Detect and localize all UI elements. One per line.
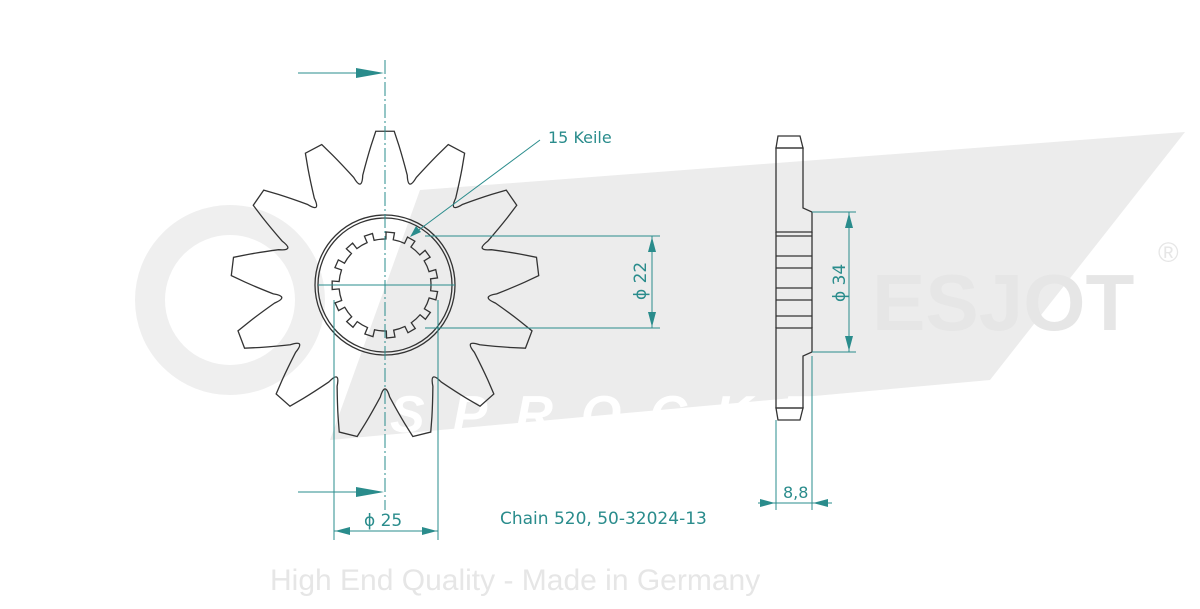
- dim34-arrow-top: [845, 213, 853, 228]
- dim25-label: ϕ 25: [364, 511, 402, 531]
- watermark-ring: [135, 205, 325, 395]
- dim22-label: ϕ 22: [631, 262, 651, 300]
- side-tooth-top: [775, 135, 804, 149]
- watermark-band: [330, 132, 1185, 440]
- side-spline-grooves: [776, 235, 812, 317]
- watermark-brand: ESJOT: [872, 258, 1134, 347]
- spline-label: 15 Keile: [548, 128, 612, 147]
- part-caption: Chain 520, 50-32024-13: [500, 509, 707, 529]
- dim88-label: 8,8: [783, 483, 808, 502]
- spline-leader: [411, 139, 541, 236]
- watermark-registered: ®: [1158, 237, 1179, 268]
- dim88-arrow-left: [760, 499, 775, 507]
- watermark-sub: SPROCKETS: [390, 386, 966, 444]
- dim25-arrow-left: [335, 527, 350, 535]
- spline-leader-arrowhead: [410, 226, 421, 237]
- dim34-arrow-bottom: [845, 336, 853, 351]
- section-arrowhead-bottom: [356, 487, 384, 497]
- dim25-arrow-right: [422, 527, 437, 535]
- watermark: ESJOT ® SPROCKETS High End Quality - Mad…: [135, 132, 1185, 597]
- dim34-label: ϕ 34: [830, 264, 850, 302]
- dim22-arrow-top: [648, 237, 656, 252]
- watermark-tagline: High End Quality - Made in Germany: [270, 564, 760, 597]
- section-arrowhead-top: [356, 68, 384, 78]
- dim88-arrow-right: [813, 499, 828, 507]
- sprocket-outline: [230, 130, 540, 438]
- dim22-arrow-bottom: [648, 312, 656, 327]
